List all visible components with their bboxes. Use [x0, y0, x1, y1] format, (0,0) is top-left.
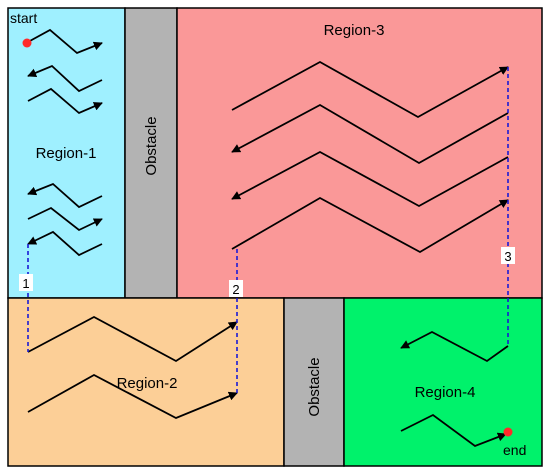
region-links — [27, 67, 509, 393]
path-segment — [27, 206, 103, 232]
obstacle-top-label: Obstacle — [143, 116, 160, 175]
link-marker-1: 1 — [19, 274, 33, 291]
obstacle-bottom-label: Obstacle — [306, 357, 323, 416]
start-point — [22, 38, 32, 48]
path-segment — [27, 230, 103, 257]
region-2-area — [7, 297, 285, 467]
region-2-paths — [27, 315, 238, 419]
path-segment — [231, 150, 509, 208]
region-2-label: Region-2 — [117, 375, 178, 392]
region-1-area — [7, 7, 126, 299]
link-marker-3-text: 3 — [504, 249, 511, 264]
end-label: end — [503, 442, 526, 458]
region-4-label: Region-4 — [415, 384, 476, 401]
link-marker-2-text: 2 — [232, 282, 239, 297]
obstacle-top-area — [124, 7, 178, 299]
start-label: start — [10, 10, 37, 26]
path-segment — [27, 87, 103, 115]
link-marker-3: 3 — [501, 247, 515, 264]
path-segment — [27, 182, 103, 209]
region-4-area — [343, 297, 543, 467]
path-segment — [400, 413, 507, 448]
path-segment — [27, 64, 103, 93]
path-segment — [27, 373, 238, 419]
region-1-label: Region-1 — [36, 145, 97, 162]
region-3-label: Region-3 — [324, 22, 385, 39]
path-segment — [400, 330, 509, 363]
path-segment — [27, 28, 103, 55]
link-marker-1-text: 1 — [22, 276, 29, 291]
path-segment — [27, 315, 238, 363]
region-1-paths — [27, 28, 103, 257]
path-segment — [231, 196, 509, 254]
path-segment — [231, 103, 509, 165]
link-marker-2: 2 — [229, 280, 243, 297]
region-3-paths — [231, 60, 509, 254]
path-segment — [231, 60, 509, 119]
region-3-area — [176, 7, 543, 299]
region-4-paths — [400, 330, 509, 448]
end-point — [503, 427, 513, 437]
